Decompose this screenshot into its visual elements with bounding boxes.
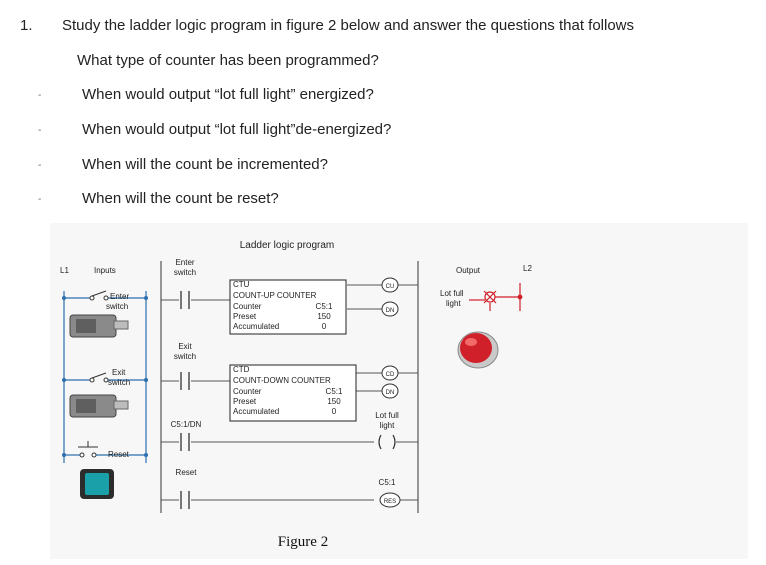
contacts [180, 291, 190, 509]
contact-reset-label: Reset [176, 468, 198, 477]
question-item: When will the count be incremented? [82, 156, 328, 173]
coil-dn: DN [386, 308, 395, 314]
enter-switch-image [69, 314, 129, 338]
ctd-acc-label: Accumulated [233, 407, 279, 416]
bullet-marker: - [38, 160, 42, 171]
contact-dn-label: C5:1/DN [171, 420, 202, 429]
ladder-rails [160, 261, 419, 513]
red-pilot-lamp-image [457, 331, 499, 369]
lamp-symbol [469, 283, 523, 311]
ctd-block: CTD COUNT-DOWN COUNTER Counter C5:1 Pres… [229, 364, 357, 422]
ladder-figure: Ladder logic program L1 Inputs Output L2… [50, 223, 748, 559]
ctd-acc-value: 0 [332, 407, 337, 416]
input-enter-label: switch [106, 302, 128, 311]
coil-res: RES [384, 499, 396, 505]
ctd-counter-value: C5:1 [326, 387, 343, 396]
coil-cd: CD [386, 372, 395, 378]
ctd-preset-label: Preset [233, 397, 257, 406]
reset-button-image [80, 469, 114, 499]
bullet-marker: - [38, 194, 42, 205]
l1-label: L1 [60, 266, 69, 275]
ctu-counter-value: C5:1 [316, 302, 333, 311]
contact-enter-label: switch [174, 268, 196, 277]
input-enter-label: Enter [110, 292, 129, 301]
question-item: When will the count be reset? [82, 190, 279, 207]
ladder-diagram: Ladder logic program L1 Inputs Output L2… [60, 240, 532, 550]
wiring-junctions [62, 296, 148, 457]
question-heading: Study the ladder logic program in figure… [62, 17, 634, 34]
lot-full-label: light [380, 421, 395, 430]
ctu-tag: CTU [233, 280, 250, 289]
figure-caption: Figure 2 [278, 534, 328, 550]
lot-full-label: Lot full [375, 411, 399, 420]
contact-exit-label: switch [174, 352, 196, 361]
question-number: 1. [20, 17, 33, 34]
lot-full-coil [378, 434, 396, 450]
output-lamp-label: light [446, 299, 461, 308]
ctu-counter-label: Counter [233, 302, 262, 311]
ctu-title: COUNT-UP COUNTER [233, 291, 317, 300]
output-label: Output [456, 266, 481, 275]
input-wiring [63, 291, 147, 463]
ctd-counter-label: Counter [233, 387, 262, 396]
ctu-preset-value: 150 [317, 312, 331, 321]
program-title: Ladder logic program [240, 240, 335, 251]
input-reset-label: Reset [108, 450, 130, 459]
coil-cu: CU [386, 284, 395, 290]
inputs-label: Inputs [94, 266, 116, 275]
l2-label: L2 [523, 264, 532, 273]
question-item: What type of counter has been programmed… [77, 52, 379, 69]
ctd-tag: CTD [233, 365, 250, 374]
input-exit-label: switch [108, 378, 130, 387]
bullet-marker: - [38, 125, 42, 136]
ctd-title: COUNT-DOWN COUNTER [233, 376, 331, 385]
question-item: When would output “lot full light” energ… [82, 86, 374, 103]
ctu-acc-value: 0 [322, 322, 327, 331]
question-item: When would output “lot full light”de-ene… [82, 121, 392, 138]
ctd-preset-value: 150 [327, 397, 341, 406]
switch-symbols [78, 290, 109, 458]
contact-enter-label: Enter [175, 258, 194, 267]
exit-switch-image [69, 394, 129, 418]
reset-coil-label: C5:1 [379, 478, 396, 487]
ctu-acc-label: Accumulated [233, 322, 279, 331]
bullet-marker: - [38, 90, 42, 101]
contact-exit-label: Exit [178, 342, 192, 351]
input-exit-label: Exit [112, 368, 126, 377]
coils [379, 277, 401, 508]
coil-dn: DN [386, 390, 395, 396]
output-lamp-label: Lot full [440, 289, 464, 298]
ctu-preset-label: Preset [233, 312, 257, 321]
ctu-block: CTU COUNT-UP COUNTER Counter C5:1 Preset… [229, 279, 347, 335]
